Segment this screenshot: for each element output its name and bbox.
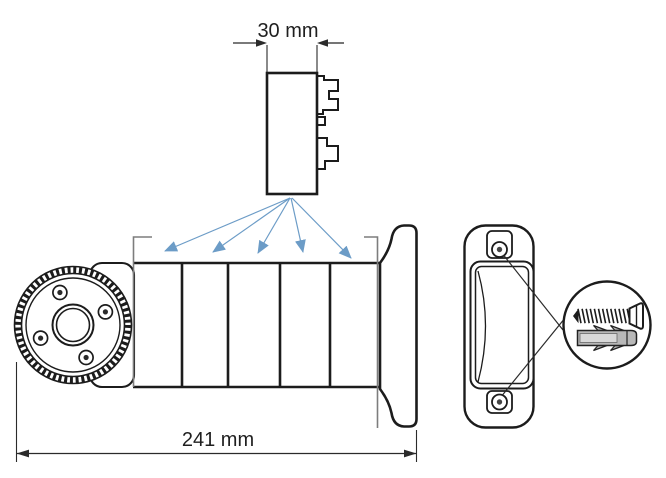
callout-arrow: [212, 197, 291, 253]
gear-inner-rim: [20, 272, 126, 378]
callout-arrow: [257, 197, 291, 254]
gear-screw-hole: [97, 304, 114, 320]
motor-head-flange: [378, 224, 418, 428]
adapter-tab-lower: [316, 137, 339, 170]
gear-screw-hole-center: [57, 289, 63, 296]
gear-screw-hole: [78, 349, 94, 366]
gear-screw-hole: [32, 330, 49, 346]
anchor-slot: [579, 333, 618, 343]
screw-tip: [573, 308, 579, 324]
adapter-body: [265, 71, 319, 196]
screw-icon: [573, 302, 644, 330]
gear-center-hole: [51, 303, 95, 347]
dimension-arrowhead: [16, 449, 29, 458]
gear-teeth: [14, 266, 132, 384]
detail-circle-outline: [562, 280, 652, 370]
gear-screw-hole-center: [38, 335, 44, 341]
gear-center-hole-inner: [55, 307, 91, 343]
callout-arrow: [291, 197, 352, 259]
dimension-arrowhead: [256, 39, 267, 47]
motor-assembly: [13, 224, 418, 428]
adapter-tab-upper: [316, 75, 339, 115]
dimension-arrowhead: [404, 449, 417, 458]
callout-arrow: [164, 197, 291, 252]
screw-threads: [577, 308, 631, 324]
leader-line: [503, 254, 564, 331]
detail-leader-lines: [502, 254, 564, 396]
gear-outer-rim: [13, 265, 133, 385]
adapter-ring-side-view: [265, 71, 339, 196]
gear-screw-hole-center: [83, 354, 89, 361]
callout-arrows: [164, 197, 352, 259]
leader-line: [502, 320, 564, 396]
bracket-screw-hole-bottom-center: [496, 399, 503, 405]
bracket-recess-inner: [474, 265, 530, 385]
gear-screw-hole-center: [102, 309, 108, 315]
roller-tube-mark-right: [364, 236, 379, 428]
dimension-241mm: [15, 362, 418, 462]
crown-gear-wheel: [13, 265, 133, 385]
roller-tube-mark-left: [132, 236, 152, 387]
wall-bracket: [463, 224, 535, 429]
wall-anchor-icon: [576, 324, 638, 352]
screw-detail-circle: [562, 280, 652, 370]
motor-tube-outline: [133, 261, 380, 389]
gear-screw-holes: [32, 284, 114, 366]
dimension-30mm-label: 30 mm: [257, 20, 318, 42]
bracket-spring-curve: [477, 270, 487, 383]
bracket-screw-hole-top-center: [496, 246, 503, 253]
callout-arrow: [290, 197, 306, 253]
gear-face-ring: [25, 277, 121, 373]
dimension-arrowhead: [317, 39, 328, 47]
dimension-241mm-label: 241 mm: [182, 429, 254, 451]
gear-screw-hole: [52, 284, 68, 301]
motor-tube-body: [128, 263, 380, 387]
dimension-30mm: [233, 39, 344, 72]
